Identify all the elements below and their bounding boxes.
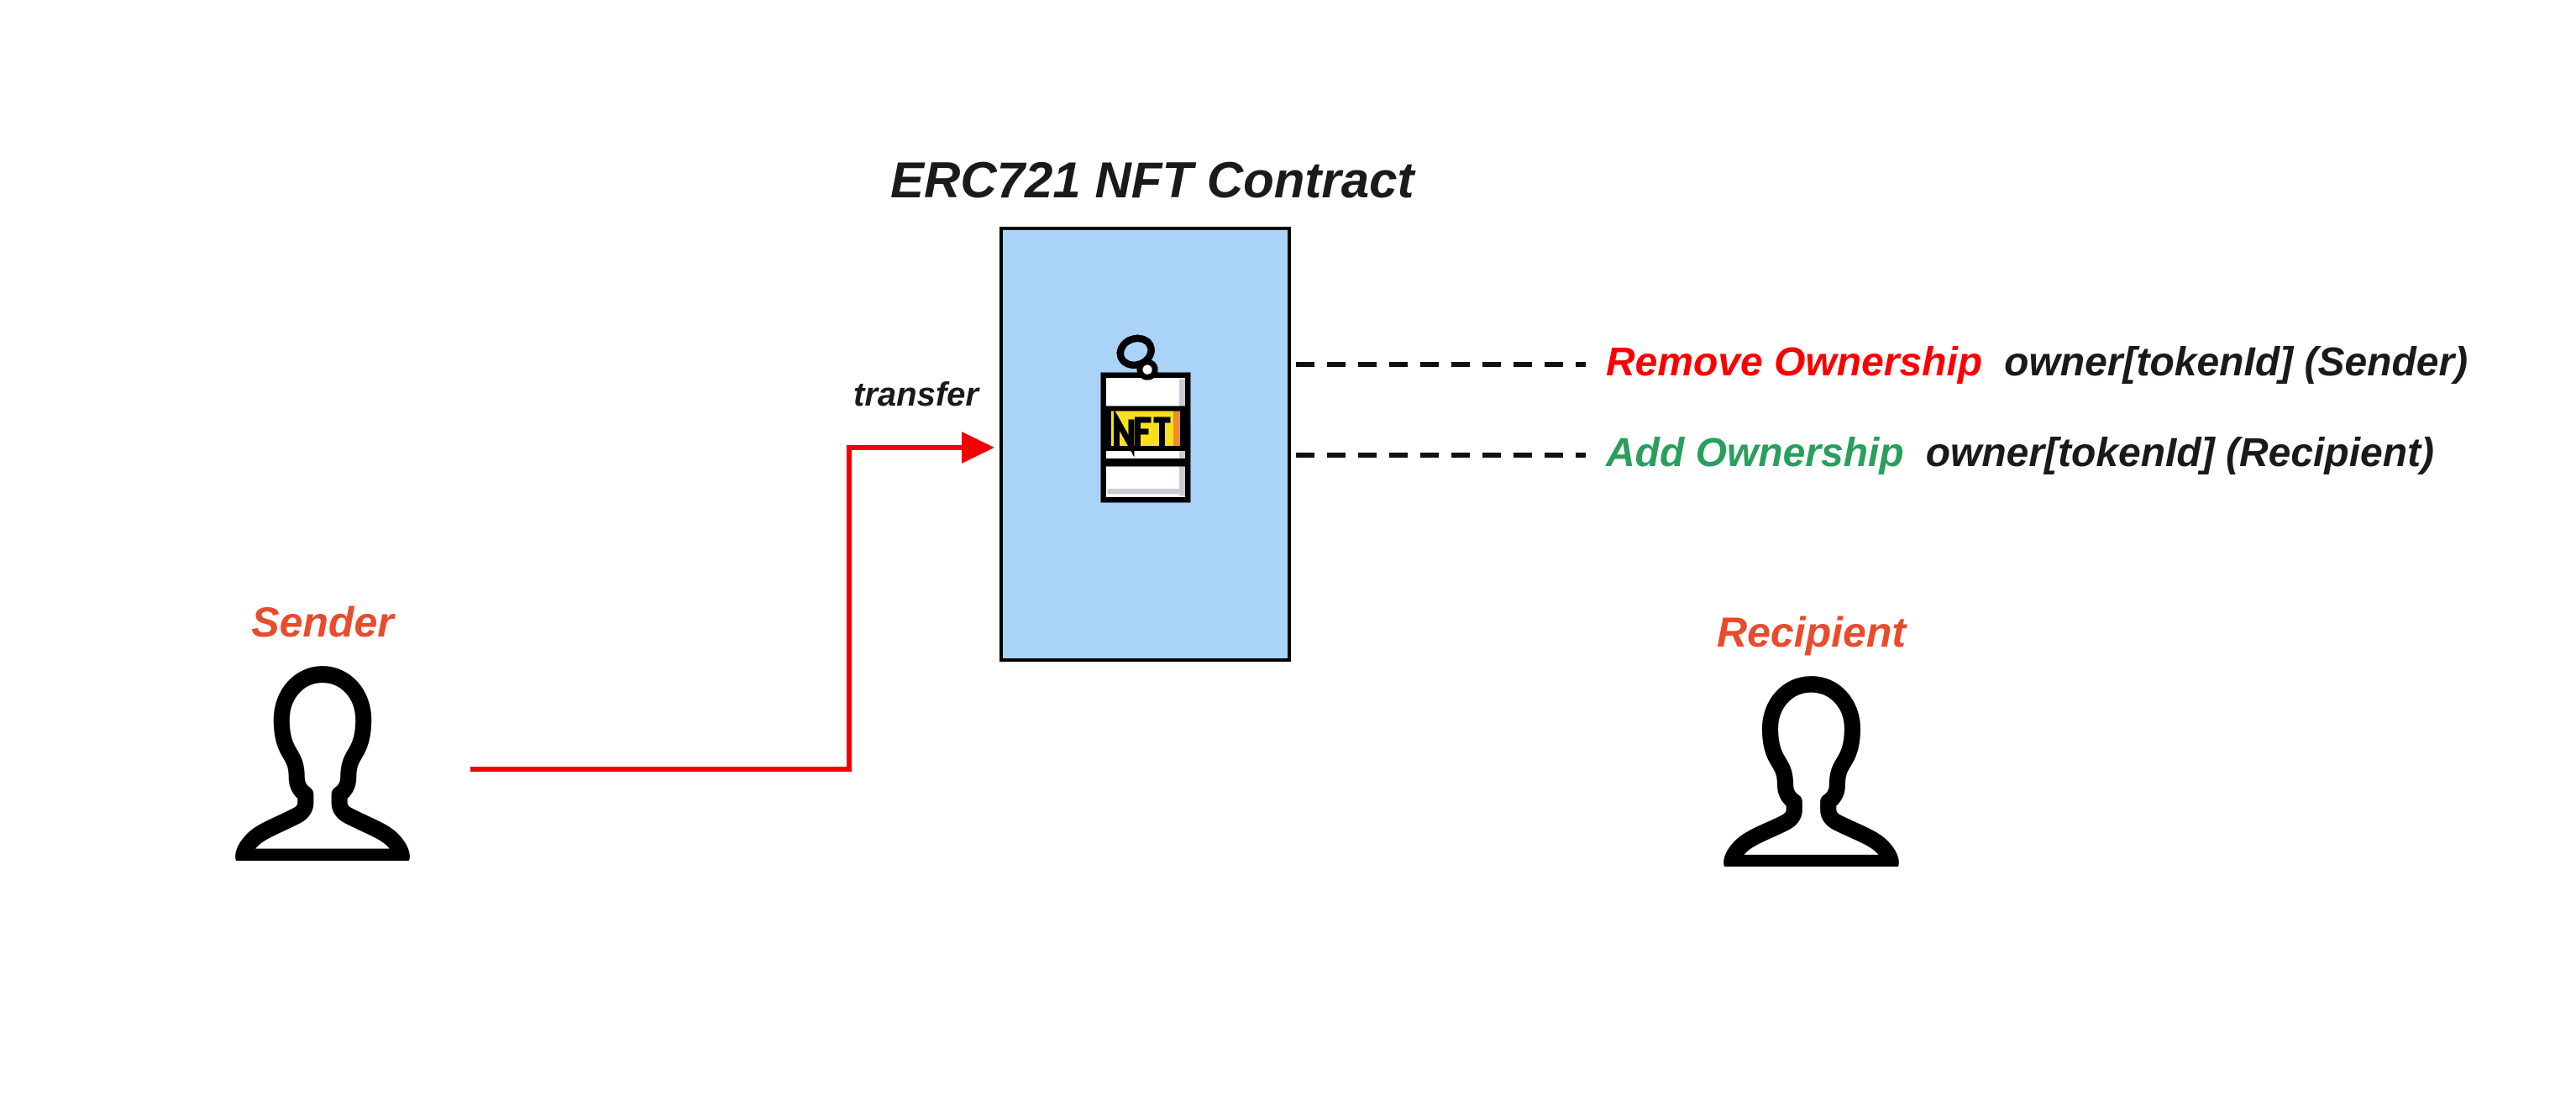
sender-person-icon: [235, 666, 410, 861]
contract-box: NFT: [999, 227, 1291, 662]
transfer-label: transfer: [853, 376, 978, 413]
diagram-title: ERC721 NFT Contract: [890, 152, 1414, 208]
nft-tag-icon: [1100, 334, 1190, 502]
add-ownership-label: Add Ownership: [1606, 431, 1904, 475]
remove-ownership-detail: owner[tokenId] (Sender): [2004, 340, 2468, 385]
add-ownership-detail: owner[tokenId] (Recipient): [1925, 431, 2435, 475]
remove-ownership-label: Remove Ownership: [1606, 340, 1983, 385]
remove-ownership-row: Remove Ownership owner[tokenId] (Sender): [1606, 339, 2468, 385]
recipient-person-icon: [1723, 676, 1899, 867]
sender-actor: Sender: [225, 598, 420, 861]
transfer-arrowhead-icon: [962, 432, 994, 464]
transfer-arrow-line: [470, 445, 963, 772]
sender-label: Sender: [251, 599, 394, 646]
add-ownership-row: Add Ownership owner[tokenId] (Recipient): [1606, 430, 2434, 476]
recipient-actor: Recipient: [1713, 608, 1909, 867]
recipient-label: Recipient: [1716, 609, 1907, 656]
